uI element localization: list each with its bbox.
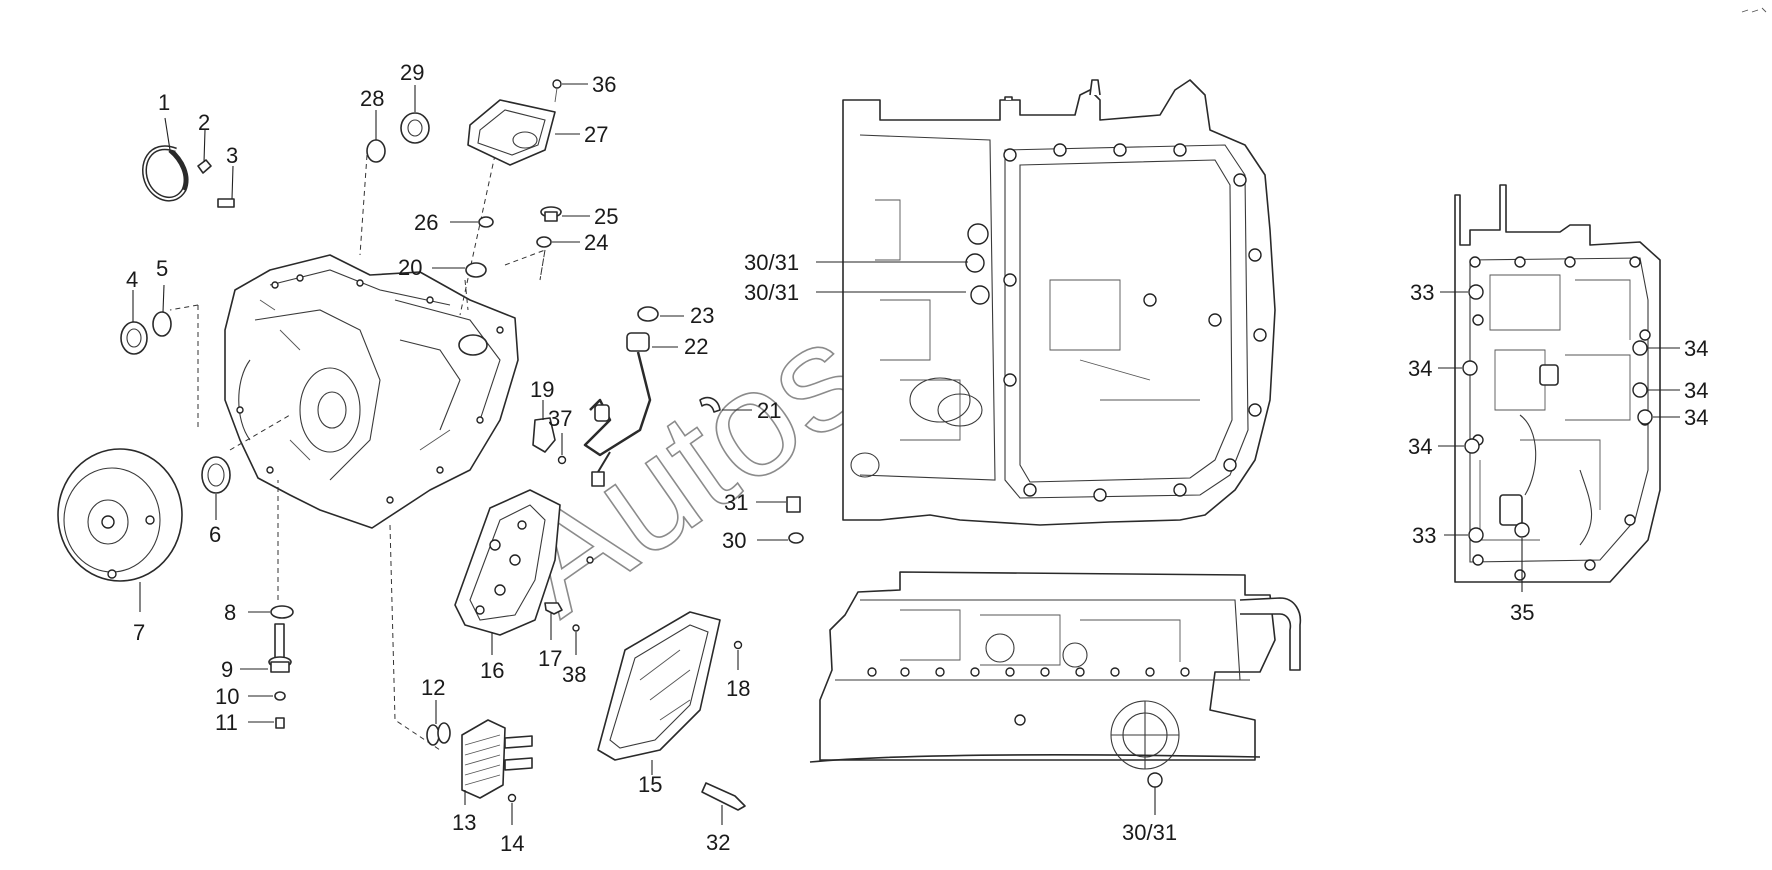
- callout-14: 14: [500, 831, 524, 856]
- part-28-oring: [366, 110, 386, 163]
- part-23-oring: [637, 306, 684, 322]
- part-4-seal: [120, 290, 148, 355]
- callout-34-left-lower: 34: [1408, 434, 1432, 459]
- transmission-case-side-view: [809, 571, 1302, 815]
- callout-34-right-1: 34: [1684, 336, 1708, 361]
- part-16-valve-body: [454, 489, 561, 655]
- part-22-sensor-harness: [583, 332, 678, 487]
- callout-36: 36: [592, 72, 616, 97]
- callout-29: 29: [400, 60, 424, 85]
- callout-2: 2: [198, 110, 210, 135]
- transmission-case-top-view: [816, 79, 1276, 526]
- callout-6: 6: [209, 522, 221, 547]
- callout-25: 25: [594, 204, 618, 229]
- valve-body-cover-view: [1438, 184, 1680, 592]
- case-bolts: [1003, 143, 1267, 502]
- callout-9: 9: [221, 657, 233, 682]
- callout-34-left-upper: 34: [1408, 356, 1432, 381]
- main-transmission-case: [224, 254, 519, 529]
- part-37-bolt: [557, 433, 567, 465]
- callout-8: 8: [224, 600, 236, 625]
- part-29-seal: [400, 85, 430, 144]
- part-32-plug: [701, 782, 746, 825]
- callout-4: 4: [126, 267, 138, 292]
- callout-16: 16: [480, 658, 504, 683]
- part-11-plug: [248, 717, 285, 729]
- part-13-oil-cooler: [461, 719, 533, 805]
- callout-31: 31: [724, 490, 748, 515]
- part-5-oring: [152, 284, 172, 337]
- callout-28: 28: [360, 86, 384, 111]
- part-12-orings: [426, 700, 451, 746]
- cover-bolts: [1469, 256, 1651, 581]
- part-1-hose: [142, 117, 189, 202]
- callout-13: 13: [452, 810, 476, 835]
- part-27-control-module: [467, 99, 580, 166]
- callout-3: 3: [226, 143, 238, 168]
- callout-30: 30: [722, 528, 746, 553]
- part-30-washer: [757, 532, 804, 544]
- callout-1: 1: [158, 90, 170, 115]
- callout-33-upper: 33: [1410, 280, 1434, 305]
- callout-26: 26: [414, 210, 438, 235]
- callout-30-31-middle: 30/31: [744, 280, 799, 305]
- callout-32: 32: [706, 830, 730, 855]
- part-10-washer: [248, 691, 286, 701]
- part-18-bolt: [733, 640, 743, 670]
- callout-24: 24: [584, 230, 608, 255]
- callout-11: 11: [215, 710, 238, 735]
- part-3-fitting: [217, 165, 235, 208]
- part-17-bolt: [544, 602, 563, 640]
- callout-5: 5: [156, 256, 168, 281]
- part-31-plug: [756, 496, 801, 513]
- part-2-clip: [197, 129, 212, 174]
- callout-38: 38: [562, 662, 586, 687]
- callout-34-right-2: 34: [1684, 378, 1708, 403]
- assembly-lines: [169, 154, 546, 751]
- part-15-oil-pan: [597, 611, 721, 775]
- callout-15: 15: [638, 772, 662, 797]
- callout-34-right-3: 34: [1684, 405, 1708, 430]
- callout-30-31-lower: 30/31: [1122, 820, 1177, 845]
- part-6-seal: [201, 456, 231, 520]
- part-36-bolt: [552, 79, 588, 103]
- callout-22: 22: [684, 334, 708, 359]
- callouts: 1 2 3 4 5 6 7 8 9 10 11 12 13 14 15 16 1…: [126, 60, 1708, 856]
- part-24-washer: [536, 236, 580, 248]
- callout-37: 37: [548, 406, 572, 431]
- callout-18: 18: [726, 676, 750, 701]
- callout-17: 17: [538, 646, 562, 671]
- callout-23: 23: [690, 303, 714, 328]
- callout-12: 12: [421, 675, 445, 700]
- part-21-clip: [699, 396, 752, 413]
- callout-21: 21: [757, 398, 781, 423]
- callout-33-lower: 33: [1412, 523, 1436, 548]
- callout-7: 7: [133, 620, 145, 645]
- callout-27: 27: [584, 122, 608, 147]
- callout-35: 35: [1510, 600, 1534, 625]
- part-19-bracket: [532, 400, 556, 453]
- part-20-oring: [432, 262, 487, 278]
- callout-20: 20: [398, 255, 422, 280]
- part-25-plug: [540, 206, 590, 222]
- side-view-bolts: [867, 667, 1190, 726]
- part-26-washer: [450, 216, 494, 228]
- callout-10: 10: [215, 684, 239, 709]
- part-38-bolt: [572, 556, 594, 655]
- corner-mark: [1741, 7, 1767, 13]
- part-9-dipstick-tube: [240, 623, 292, 673]
- part-14-bolt: [507, 793, 517, 825]
- callout-30-31-upper: 30/31: [744, 250, 799, 275]
- callout-19: 19: [530, 377, 554, 402]
- part-8-washer: [248, 605, 294, 619]
- part-7-torque-converter: [57, 448, 183, 612]
